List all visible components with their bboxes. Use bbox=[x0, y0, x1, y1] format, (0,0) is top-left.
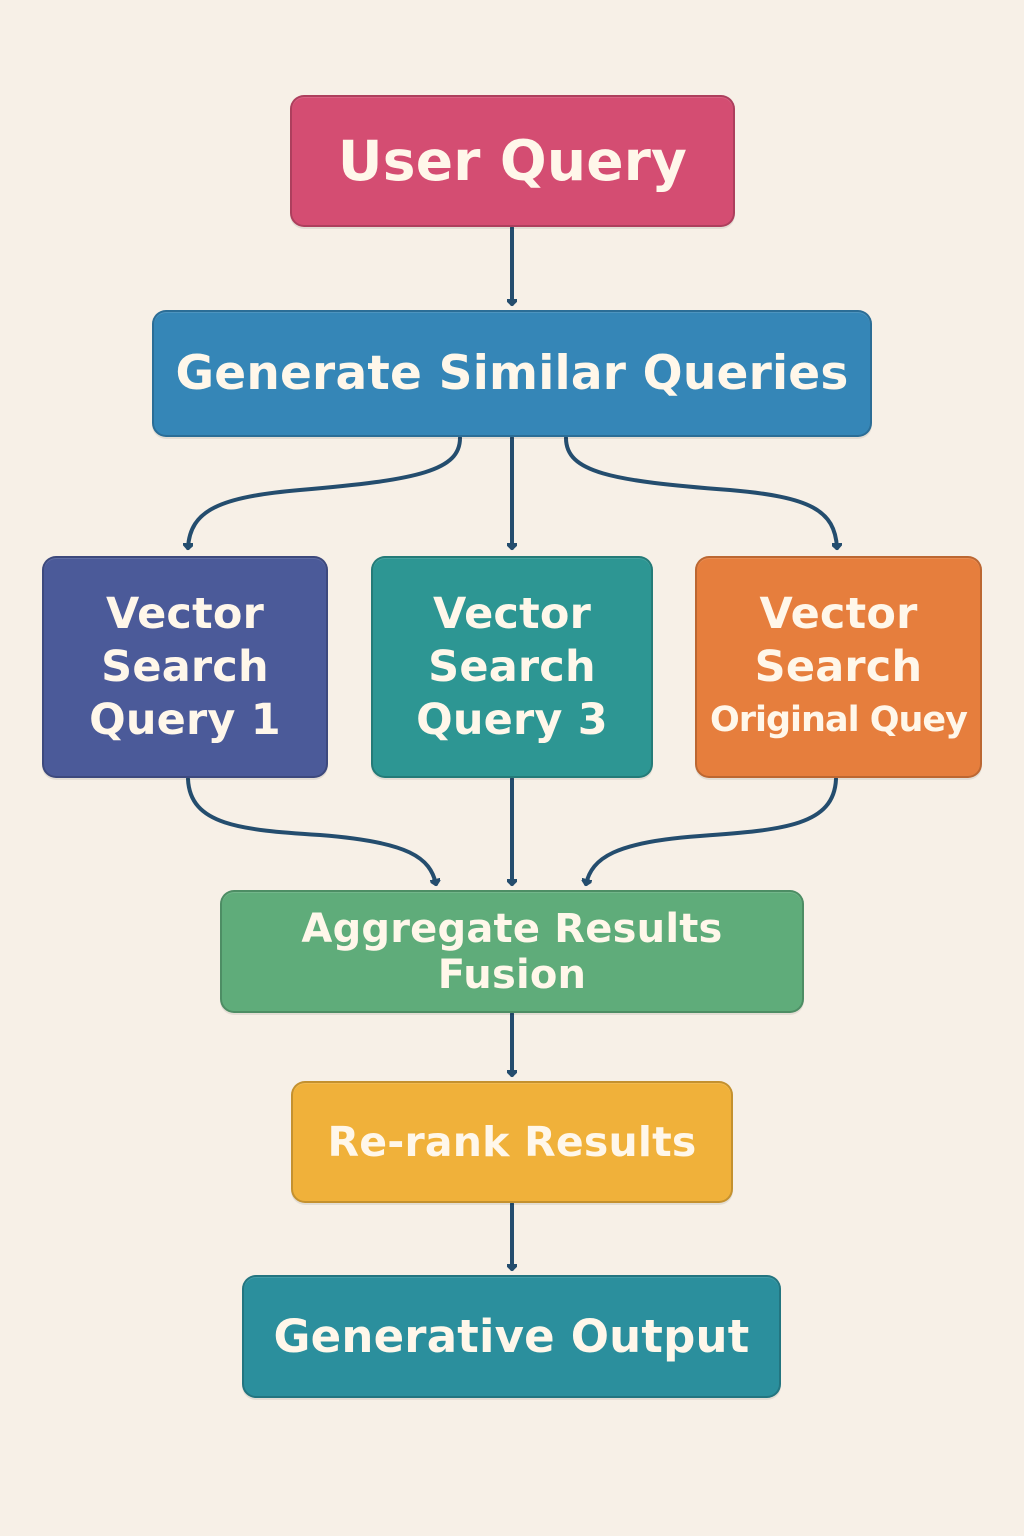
node-label-re-rank-results: Re-rank Results bbox=[327, 1118, 697, 1166]
node-line-original-query: Original Quey bbox=[709, 699, 968, 740]
node-line-query-3: Query 3 bbox=[416, 694, 608, 745]
node-label-generate-similar-queries: Generate Similar Queries bbox=[175, 346, 849, 401]
node-line-vector: Vector bbox=[759, 588, 918, 639]
node-label-user-query: User Query bbox=[337, 129, 688, 193]
node-generative-output: Generative Output bbox=[242, 1275, 781, 1398]
node-label-aggregate-results-fusion: Aggregate Results Fusion bbox=[301, 905, 723, 998]
node-label-generative-output: Generative Output bbox=[273, 1310, 750, 1363]
node-label-vector-search-query-3: Vector Search Query 3 bbox=[416, 588, 608, 747]
node-vector-search-original-query: Vector Search Original Quey bbox=[695, 556, 982, 778]
node-line-search: Search bbox=[754, 641, 923, 692]
node-vector-search-query-1: Vector Search Query 1 bbox=[42, 556, 328, 778]
node-line-vector: Vector bbox=[432, 588, 592, 639]
node-vector-search-query-3: Vector Search Query 3 bbox=[371, 556, 653, 778]
arrow-query-1-to-aggregate bbox=[186, 777, 436, 886]
node-re-rank-results: Re-rank Results bbox=[291, 1081, 733, 1203]
arrow-generate-to-original-query bbox=[564, 436, 837, 550]
node-label-vector-search-query-1: Vector Search Query 1 bbox=[89, 588, 281, 747]
node-aggregate-results-fusion: Aggregate Results Fusion bbox=[220, 890, 804, 1013]
node-generate-similar-queries: Generate Similar Queries bbox=[152, 310, 872, 437]
node-line-search: Search bbox=[428, 641, 596, 692]
node-line-query-1: Query 1 bbox=[89, 694, 281, 745]
node-line-search: Search bbox=[101, 641, 269, 692]
node-line-vector: Vector bbox=[105, 588, 265, 639]
arrow-original-query-to-aggregate bbox=[586, 777, 838, 886]
node-label-vector-search-original-query: Vector Search Original Quey bbox=[709, 588, 968, 747]
node-user-query: User Query bbox=[290, 95, 735, 227]
arrow-generate-to-query-1 bbox=[188, 436, 462, 550]
